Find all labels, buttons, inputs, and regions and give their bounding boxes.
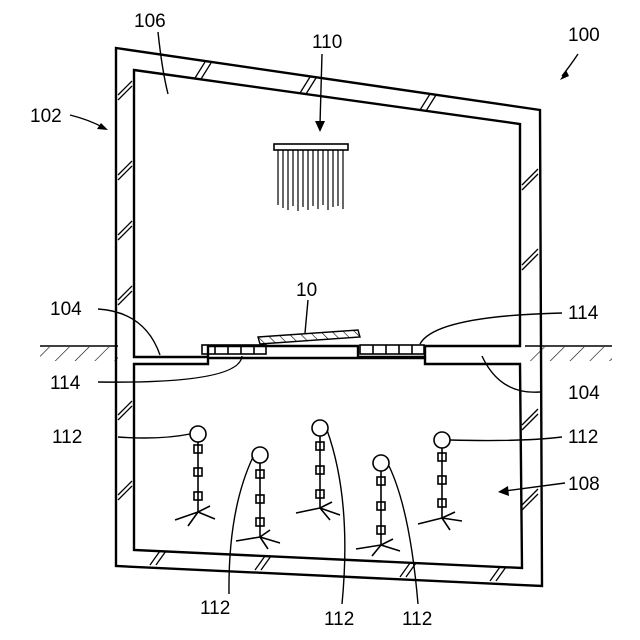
- sensor-stand-5: [418, 432, 462, 530]
- label-lower-chamber-108: 108: [568, 474, 600, 495]
- label-upper-chamber-106: 106: [134, 11, 166, 32]
- label-partition-104-right: 104: [568, 383, 600, 404]
- leader-lines: [70, 32, 578, 604]
- label-sensor-112-1: 112: [52, 427, 82, 448]
- label-sensor-112-2: 112: [200, 598, 230, 619]
- label-system-100: 100: [568, 25, 600, 46]
- sensor-stand-4: [356, 455, 400, 556]
- label-enclosure-102: 102: [30, 106, 62, 127]
- sample-plate: [258, 330, 360, 344]
- label-opening-114-right: 114: [568, 303, 599, 324]
- label-sample-10: 10: [296, 280, 317, 301]
- label-sensor-112-4: 112: [402, 609, 432, 630]
- label-partition-104-left: 104: [50, 299, 82, 320]
- enclosure-walls: [116, 48, 542, 586]
- sensor-stand-2: [236, 447, 280, 549]
- sensor-stand-1: [175, 426, 215, 526]
- light-source: [274, 144, 348, 211]
- label-light-source-110: 110: [312, 32, 342, 53]
- label-opening-114-left: 114: [50, 373, 81, 394]
- label-sensor-112-5: 112: [568, 427, 598, 448]
- sensor-stand-3: [296, 420, 340, 520]
- label-sensor-112-3: 112: [324, 609, 354, 630]
